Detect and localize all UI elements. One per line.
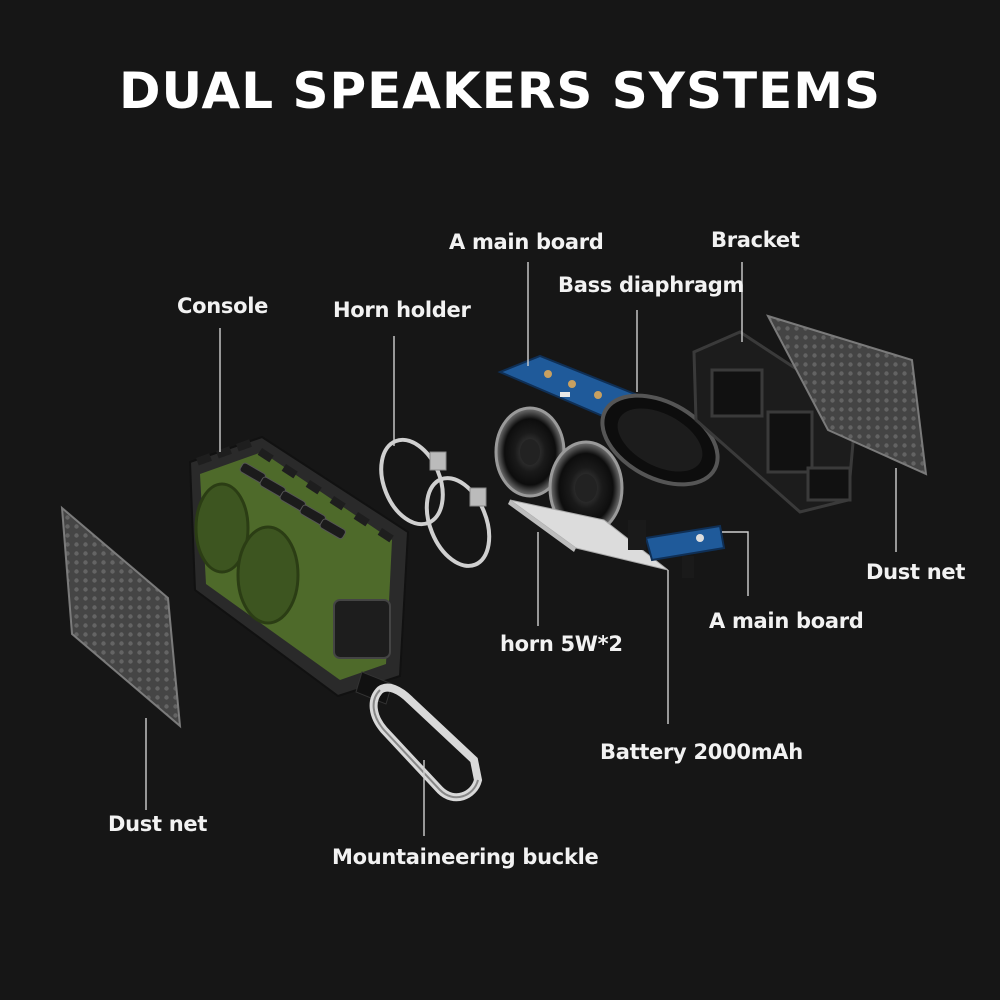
speaker-housing [190,437,408,696]
mountaineering-buckle [356,672,478,797]
label-bracket: Bracket [711,228,800,252]
label-horn: horn 5W*2 [500,632,623,656]
label-console: Console [177,294,268,318]
port-cover [334,600,390,658]
label-main-board-bottom: A main board [709,609,864,633]
label-main-board-top: A main board [449,230,604,254]
label-bass-diaphragm: Bass diaphragm [558,273,744,297]
label-horn-holder: Horn holder [333,298,471,322]
label-dust-net-right: Dust net [866,560,965,584]
dust-net-left [62,508,180,726]
label-mountaineering-buckle: Mountaineering buckle [332,845,598,869]
housing-port-right [238,527,298,623]
label-battery: Battery 2000mAh [600,740,803,764]
main-board-bottom [628,520,724,578]
label-dust-net-left: Dust net [108,812,207,836]
